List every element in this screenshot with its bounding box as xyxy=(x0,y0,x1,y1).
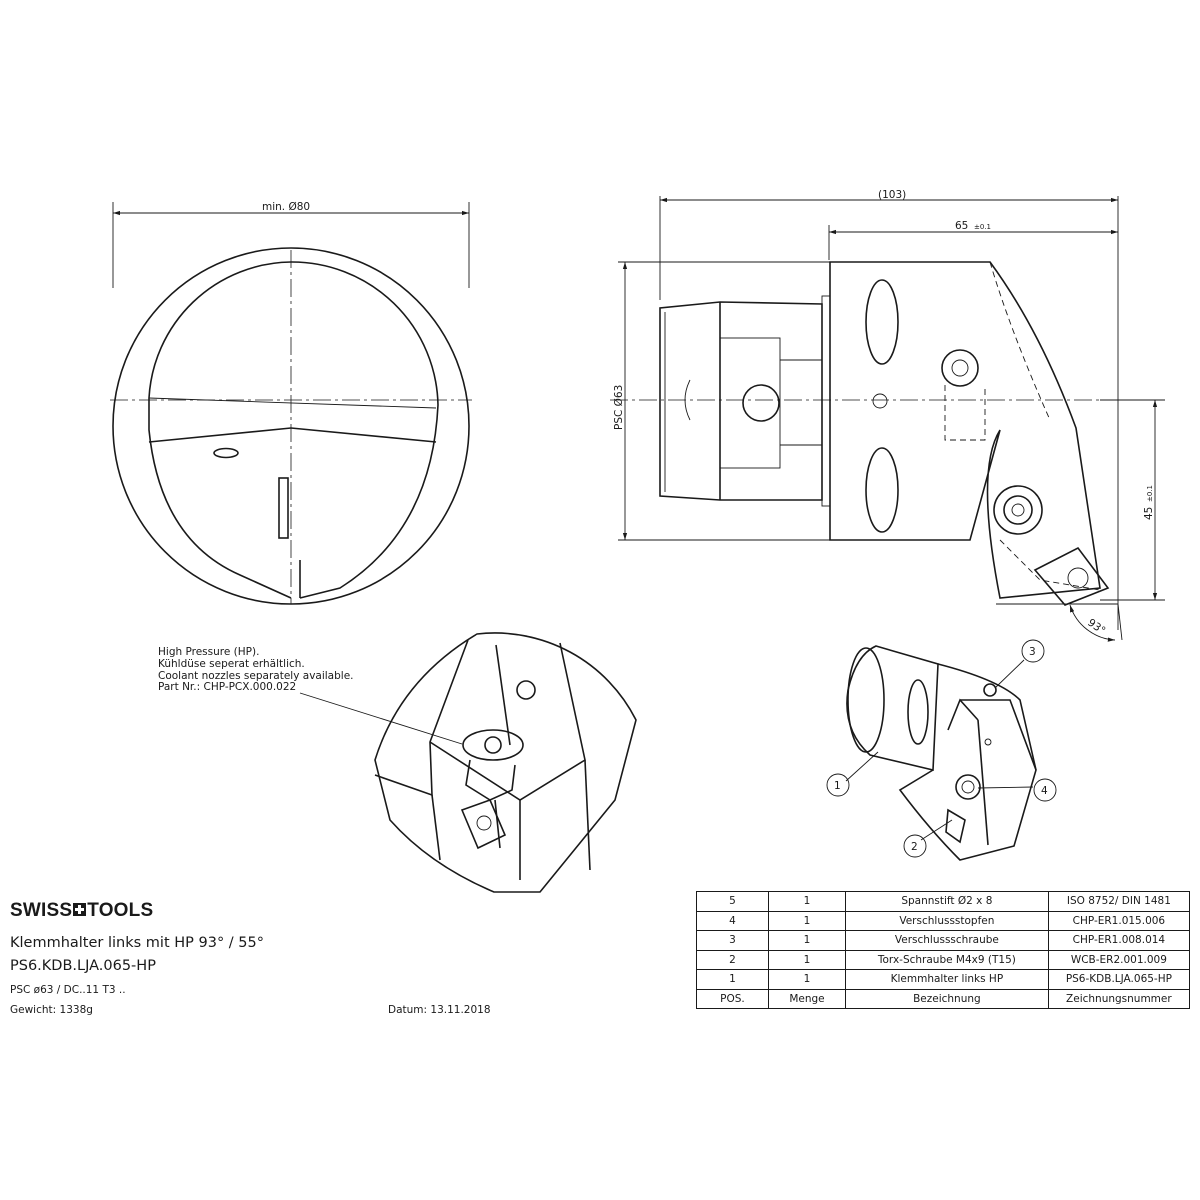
pos-header: POS. xyxy=(696,988,769,1009)
note-line-4: Part Nr.: CHP-PCX.000.022 xyxy=(158,681,297,694)
note-line-2: Kühldüse seperat erhältlich. xyxy=(158,657,305,670)
number-cell: CHP-ER1.015.006 xyxy=(1047,910,1191,931)
qty-cell: 1 xyxy=(767,969,847,990)
front-view: min. Ø80 xyxy=(110,201,472,605)
side-view: (103) 65 ±0.1 PSC Ø63 xyxy=(610,189,1165,642)
body-length-label: 65 xyxy=(955,220,968,232)
product-code: PS6.KDB.LJA.065-HP xyxy=(10,958,156,974)
callout-4-leader xyxy=(977,786,1034,789)
table-row: 1 1 Klemmhalter links HP PS6-KDB.LJA.065… xyxy=(696,969,1191,990)
callout-3-circle xyxy=(1021,639,1045,663)
table-row: 3 1 Verschlussschraube CHP-ER1.008.014 xyxy=(696,930,1191,951)
qty-cell: 1 xyxy=(767,891,847,912)
table-row: 5 1 Spannstift Ø2 x 8 ISO 8752/ DIN 1481 xyxy=(696,891,1191,912)
pos-cell: 1 xyxy=(696,969,769,990)
coolant-note: High Pressure (HP). Kühldüse seperat erh… xyxy=(158,646,354,694)
qty-header: Menge xyxy=(767,988,847,1009)
name-cell: Klemmhalter links HP xyxy=(845,969,1049,990)
callout-2-circle xyxy=(903,834,927,858)
angle-label: 93° xyxy=(1085,617,1107,638)
name-cell: Torx-Schraube M4x9 (T15) xyxy=(845,949,1049,970)
drawing-date: Datum: 13.11.2018 xyxy=(388,1004,491,1016)
name-header: Bezeichnung xyxy=(845,988,1049,1009)
callout-4-circle xyxy=(1033,778,1057,802)
number-cell: WCB-ER2.001.009 xyxy=(1047,949,1191,970)
callout-2: 2 xyxy=(911,841,918,853)
height-label: 45 xyxy=(1143,507,1155,520)
name-cell: Spannstift Ø2 x 8 xyxy=(845,891,1049,912)
number-cell: CHP-ER1.008.014 xyxy=(1047,930,1191,951)
body-length-tolerance: ±0.1 xyxy=(974,223,991,231)
name-cell: Verschlussschraube xyxy=(845,930,1049,951)
table-row: 2 1 Torx-Schraube M4x9 (T15) WCB-ER2.001… xyxy=(696,949,1191,970)
callout-1-leader xyxy=(845,751,879,782)
psc-diameter-label: PSC Ø63 xyxy=(613,385,625,430)
callout-1-circle xyxy=(826,773,850,797)
parts-table: 5 1 Spannstift Ø2 x 8 ISO 8752/ DIN 1481… xyxy=(696,891,1191,1009)
callout-4: 4 xyxy=(1041,785,1048,797)
overall-length-label: (103) xyxy=(878,189,906,201)
product-weight: Gewicht: 1338g xyxy=(10,1004,93,1016)
height-tolerance: ±0.1 xyxy=(1146,485,1154,502)
swiss-cross-icon xyxy=(73,903,87,916)
qty-cell: 1 xyxy=(767,930,847,951)
pos-cell: 3 xyxy=(696,930,769,951)
product-spec: PSC ø63 / DC..11 T3 .. xyxy=(10,984,126,996)
detail-view xyxy=(299,632,637,893)
brand-logo: SWISS TOOLS xyxy=(10,900,153,922)
name-cell: Verschlussstopfen xyxy=(845,910,1049,931)
qty-cell: 1 xyxy=(767,949,847,970)
number-header: Zeichnungsnummer xyxy=(1047,988,1191,1009)
pos-cell: 4 xyxy=(696,910,769,931)
callout-2-leader xyxy=(920,819,953,841)
product-title: Klemmhalter links mit HP 93° / 55° xyxy=(10,935,265,951)
table-row: 4 1 Verschlussstopfen CHP-ER1.015.006 xyxy=(696,910,1191,931)
note-line-1: High Pressure (HP). xyxy=(158,646,260,658)
callout-3: 3 xyxy=(1029,646,1036,658)
brand-right: TOOLS xyxy=(87,900,154,921)
table-header-row: POS. Menge Bezeichnung Zeichnungsnummer xyxy=(696,988,1191,1009)
pos-cell: 5 xyxy=(696,891,769,912)
number-cell: ISO 8752/ DIN 1481 xyxy=(1047,891,1191,912)
qty-cell: 1 xyxy=(767,910,847,931)
number-cell: PS6-KDB.LJA.065-HP xyxy=(1047,969,1191,990)
note-line-3: Coolant nozzles separately available. xyxy=(158,669,354,682)
pos-cell: 2 xyxy=(696,949,769,970)
min-diameter-label: min. Ø80 xyxy=(262,201,310,213)
brand-left: SWISS xyxy=(10,900,73,921)
isometric-view: 1 2 3 4 xyxy=(826,639,1057,861)
callout-3-leader xyxy=(994,659,1025,689)
callout-1: 1 xyxy=(834,780,841,792)
